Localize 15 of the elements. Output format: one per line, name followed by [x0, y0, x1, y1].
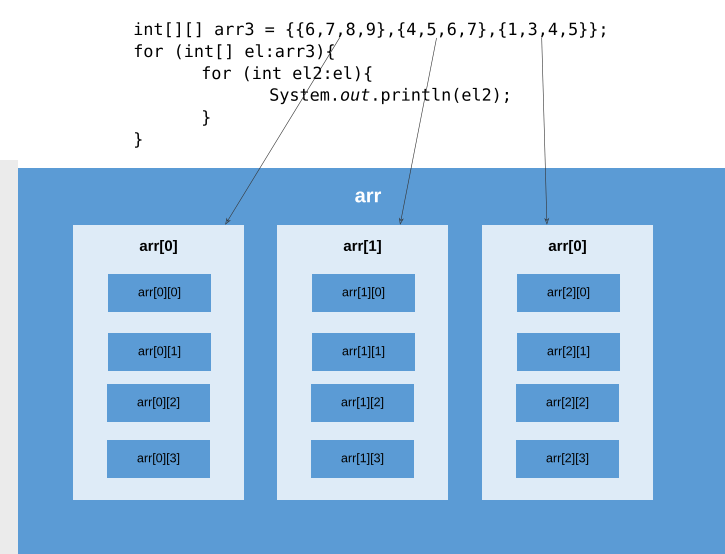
code-line: }	[203, 110, 210, 126]
element-box: arr[0][2]	[107, 384, 210, 422]
element-box: arr[0][3]	[107, 440, 210, 478]
element-box: arr[1][3]	[311, 440, 414, 478]
element-box: arr[2][0]	[517, 274, 620, 312]
element-box: arr[1][0]	[312, 274, 415, 312]
code-line: }	[135, 132, 142, 148]
element-box: arr[2][2]	[516, 384, 619, 422]
code-line: int[][] arr3 = {{6,7,8,9},{4,5,6,7},{1,3,4,5}};	[134, 22, 605, 38]
element-box: arr[1][2]	[311, 384, 414, 422]
element-box: arr[0][1]	[108, 333, 211, 371]
element-box: arr[1][1]	[312, 333, 415, 371]
element-box: arr[2][3]	[516, 440, 619, 478]
element-box: arr[2][1]	[517, 333, 620, 371]
element-box: arr[0][0]	[108, 274, 211, 312]
